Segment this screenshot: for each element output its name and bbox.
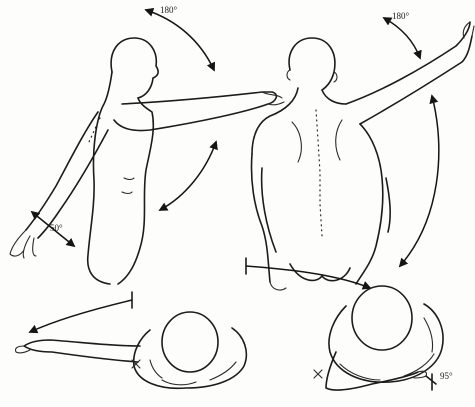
back-head <box>289 38 335 90</box>
top-right-shoulders <box>329 304 443 382</box>
back-lower-arm <box>270 282 286 290</box>
back-torso-right <box>356 124 390 284</box>
top-right-head <box>352 286 412 350</box>
top-view-figure-right <box>314 286 443 390</box>
top-right-arm <box>326 352 418 390</box>
rear-abduction-label: 180° <box>392 12 409 21</box>
side-torso-marks <box>122 178 134 194</box>
side-shoulder-arc-arrow <box>160 142 216 210</box>
horizontal-arc-arrow <box>246 266 370 288</box>
back-shoulder-line <box>252 88 346 154</box>
abduction-down-arc-arrow <box>400 96 439 266</box>
back-view-figure <box>251 22 474 290</box>
back-spine <box>316 110 322 236</box>
back-torso-left <box>251 154 276 282</box>
top-left-arm <box>24 340 140 362</box>
back-buttocks <box>290 264 350 281</box>
front-flexion-label: 180° <box>160 6 177 15</box>
top-right-x-mark <box>314 370 322 378</box>
side-extension-label: 50° <box>50 224 63 233</box>
top-left-arc-arrow <box>30 300 132 332</box>
side-view-figure <box>10 38 284 284</box>
side-front-outline <box>118 98 153 284</box>
top-right-rotation-tick <box>426 374 436 390</box>
side-back-outline <box>88 72 112 284</box>
top-rotation-label: 95° <box>440 372 453 381</box>
side-head <box>111 38 158 98</box>
side-hanging-hand <box>10 230 36 258</box>
side-forward-hand <box>262 92 284 105</box>
back-raised-arm <box>346 22 472 124</box>
top-left-hand <box>15 346 30 353</box>
top-left-shoulders <box>134 328 247 388</box>
back-ears <box>287 70 337 82</box>
top-left-head <box>162 312 218 372</box>
abduction-arc-arrow <box>384 18 420 58</box>
